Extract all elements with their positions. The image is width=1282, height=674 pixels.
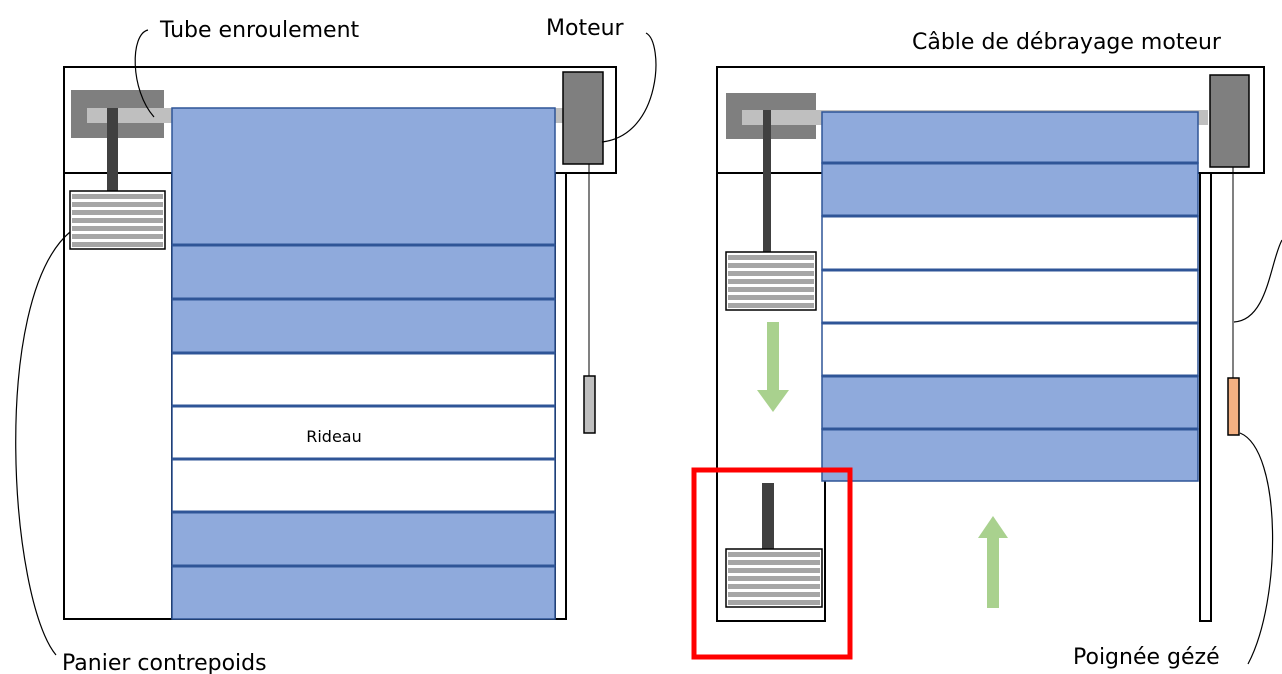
left-curtain	[171, 107, 556, 620]
leader-tube	[134, 29, 155, 118]
counterweight-plate	[72, 194, 163, 199]
right-right-rail	[1199, 172, 1212, 622]
right-motor	[1209, 74, 1250, 168]
leader-cable	[1233, 239, 1282, 323]
left-curtain-panel-5	[171, 405, 556, 460]
left-curtain-panel-2	[171, 244, 556, 300]
left-counterweight-basket	[69, 190, 166, 250]
counterweight-plate	[728, 287, 814, 292]
highlight-box	[691, 467, 853, 660]
left-curtain-panel-4	[171, 352, 556, 407]
label-cable-debrayage: Câble de débrayage moteur	[912, 30, 1222, 55]
counterweight-plate	[72, 218, 163, 223]
counterweight-plate	[728, 576, 820, 581]
arrow-up-icon	[978, 516, 1008, 608]
right-counterweight-lower	[716, 483, 823, 621]
left-door-diagram: Rideau	[63, 66, 617, 620]
right-curtain-panel-1	[821, 111, 1199, 164]
counterweight-plate	[72, 202, 163, 207]
label-moteur: Moteur	[546, 16, 625, 41]
left-counterweight-rod	[107, 108, 118, 192]
label-tube-enroulement: Tube enroulement	[159, 18, 360, 43]
left-motor	[562, 71, 604, 165]
label-panier-contrepoids: Panier contrepoids	[62, 651, 267, 674]
counterweight-plate	[72, 210, 163, 215]
right-curtain-panel-7	[821, 428, 1199, 482]
right-curtain-panel-2	[821, 162, 1199, 217]
right-counterweight-rod-upper	[763, 110, 771, 253]
counterweight-plate	[728, 568, 820, 573]
left-right-rail	[554, 172, 567, 620]
leader-panier	[15, 231, 71, 656]
right-counterweight-basket-upper	[725, 251, 817, 311]
leader-moteur	[601, 32, 657, 143]
counterweight-plate	[728, 560, 820, 565]
label-poignee-geze: Poignée gézé	[1073, 645, 1220, 670]
left-curtain-panel-1	[171, 107, 556, 246]
leader-poignee	[1239, 432, 1274, 665]
right-curtain-panel-6	[821, 375, 1199, 430]
right-curtain-panel-4	[821, 269, 1199, 324]
left-curtain-panel-8	[171, 565, 556, 620]
arrow-down-icon	[757, 322, 789, 412]
label-rideau: Rideau	[306, 427, 362, 446]
left-release-handle	[583, 375, 596, 434]
left-curtain-panel-6	[171, 458, 556, 513]
counterweight-plate	[728, 295, 814, 300]
counterweight-plate	[728, 271, 814, 276]
counterweight-plate	[72, 226, 163, 231]
right-door-diagram	[691, 66, 1265, 660]
counterweight-plate	[72, 242, 163, 247]
counterweight-plate	[728, 255, 814, 260]
right-release-handle	[1227, 377, 1240, 436]
counterweight-plate	[728, 600, 820, 605]
counterweight-plate	[728, 303, 814, 308]
right-curtain-panel-3	[821, 215, 1199, 271]
left-curtain-panel-3	[171, 298, 556, 354]
right-curtain	[821, 111, 1199, 482]
counterweight-plate	[728, 552, 820, 557]
counterweight-plate	[728, 279, 814, 284]
counterweight-plate	[728, 584, 820, 589]
counterweight-plate	[72, 234, 163, 239]
counterweight-plate	[728, 592, 820, 597]
right-curtain-panel-5	[821, 322, 1199, 377]
counterweight-plate	[728, 263, 814, 268]
left-curtain-panel-7	[171, 511, 556, 567]
